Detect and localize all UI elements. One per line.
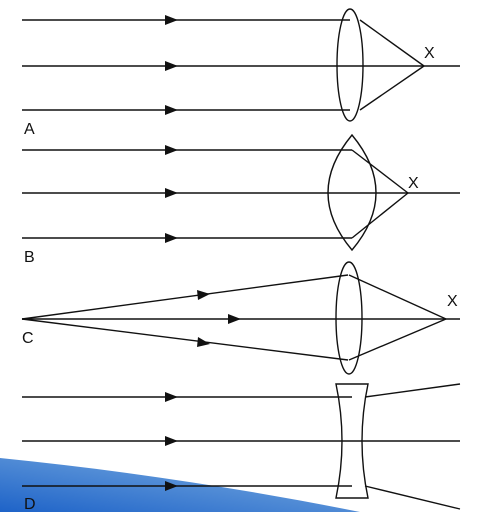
arrow-c-1 [197, 290, 210, 300]
refracted-ray-a-1 [359, 19, 425, 67]
diagram-label-a: A [24, 121, 35, 138]
arrow-c-3 [197, 337, 210, 347]
thick-convex-lens-b [327, 133, 377, 252]
arrow-b-3 [165, 233, 178, 243]
arrow-a-1 [165, 15, 178, 25]
arrow-d-2 [165, 436, 178, 446]
ray-c-1 [21, 274, 349, 320]
refracted-ray-d-1 [364, 383, 461, 398]
refracted-ray-d-3 [364, 485, 461, 510]
diagram-b: B X [22, 133, 460, 266]
arrow-a-3 [165, 105, 178, 115]
arrow-b-2 [165, 188, 178, 198]
diagram-label-c: C [22, 330, 34, 347]
diagram-label-b: B [24, 249, 35, 266]
refracted-ray-c-1 [348, 274, 447, 320]
arrow-c-2 [228, 314, 241, 324]
diagram-c: C X [21, 261, 460, 375]
arrow-b-1 [165, 145, 178, 155]
convex-lens-c [335, 261, 363, 375]
diagram-d: D [22, 383, 461, 512]
focus-label-b: X [408, 175, 419, 192]
diagram-a: A X [22, 8, 460, 138]
arrow-d-1 [165, 392, 178, 402]
focus-label-a: X [424, 45, 435, 62]
refracted-ray-b-3 [351, 192, 409, 239]
refracted-ray-c-3 [348, 318, 447, 361]
ray-c-3 [21, 318, 349, 361]
arrow-d-3 [165, 481, 178, 491]
refracted-ray-b-1 [351, 149, 409, 194]
convex-lens-a [336, 8, 364, 122]
refracted-ray-a-3 [359, 65, 425, 111]
decorative-blue-sweep [0, 458, 360, 512]
focus-label-c: X [447, 293, 458, 310]
diagram-label-d: D [24, 496, 36, 512]
arrow-a-2 [165, 61, 178, 71]
concave-lens-d [335, 383, 369, 499]
